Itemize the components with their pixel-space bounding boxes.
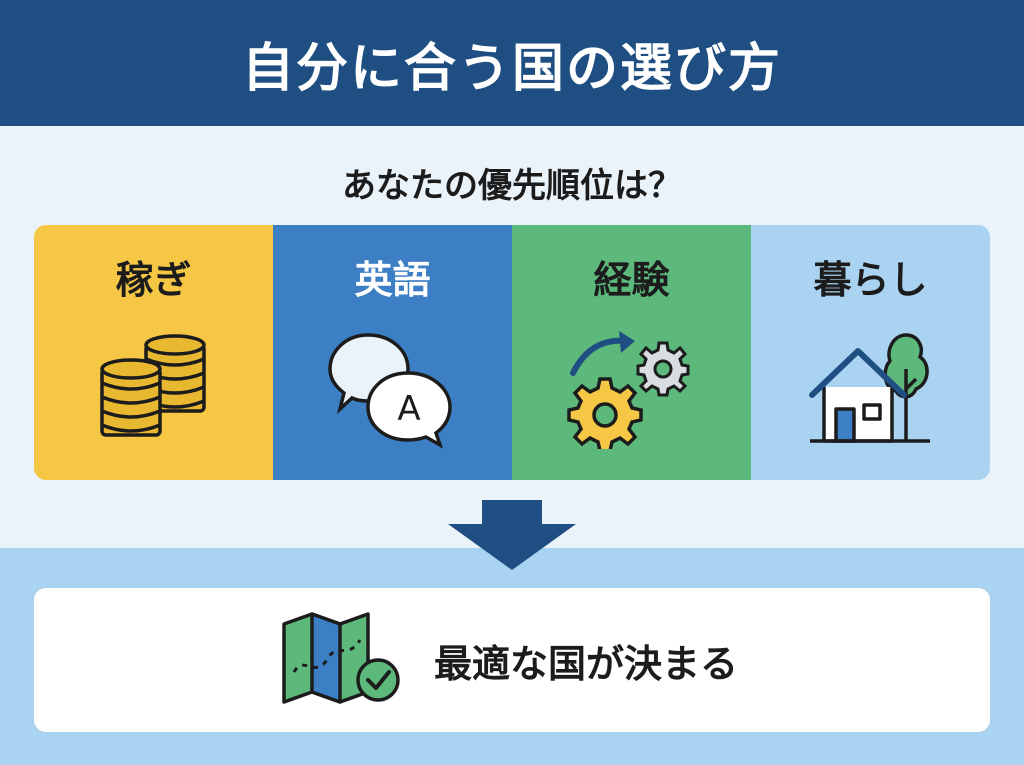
speech-letter: A — [397, 389, 420, 429]
house-tree-icon — [808, 333, 930, 443]
speech-bubbles-icon: A — [327, 333, 452, 449]
panel-english-label: 英語 — [354, 258, 431, 302]
gears-icon — [566, 331, 689, 449]
panel-english: 英語 A — [273, 225, 512, 480]
priority-panels: 稼ぎ 英語 A 経験 — [34, 225, 990, 480]
map-check-icon — [282, 612, 400, 704]
title-banner: 自分に合う国の選び方 — [0, 0, 1024, 126]
panel-earnings-label: 稼ぎ — [115, 258, 192, 302]
panel-living: 暮らし — [751, 225, 990, 480]
page-title: 自分に合う国の選び方 — [241, 38, 782, 99]
panel-living-label: 暮らし — [813, 258, 928, 302]
panel-experience-label: 経験 — [593, 258, 670, 302]
down-arrow-icon — [448, 500, 576, 570]
panel-earnings: 稼ぎ — [34, 225, 273, 480]
coins-icon — [99, 334, 206, 437]
result-box: 最適な国が決まる — [34, 588, 990, 732]
priority-question: あなたの優先順位は？ — [342, 166, 682, 206]
panel-experience: 経験 — [512, 225, 751, 480]
result-text: 最適な国が決まる — [434, 641, 739, 686]
